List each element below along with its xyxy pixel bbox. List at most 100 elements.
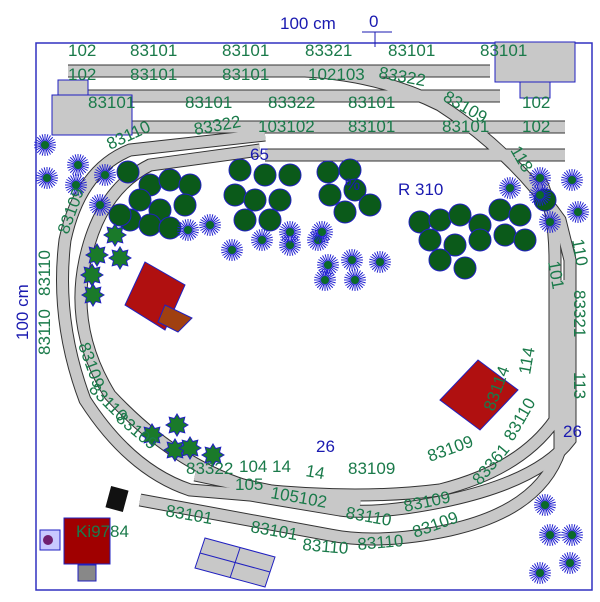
track-label: 103102: [258, 117, 315, 136]
track-label: 83101: [388, 41, 435, 60]
shrub-icon: [103, 223, 127, 247]
bush-icon: [567, 201, 589, 223]
building-top-right[interactable]: [494, 41, 576, 83]
tree-icon: [428, 248, 452, 272]
bush-icon: [344, 269, 366, 291]
bush-icon: [177, 219, 199, 241]
track-label: 83101: [222, 41, 269, 60]
track-label: 110: [568, 237, 591, 267]
tree-icon: [513, 228, 537, 252]
tree-icon: [116, 160, 140, 184]
track-label: 83101: [249, 517, 299, 544]
track-label: 83101: [348, 117, 395, 136]
track-label: 102103: [308, 65, 365, 84]
shrub-icon: [165, 413, 189, 437]
tank-icon: [43, 535, 53, 545]
grade-label: %: [345, 175, 360, 194]
marker-65: 65: [250, 145, 269, 164]
bush-icon: [559, 552, 581, 574]
track-label: 83110: [35, 250, 54, 296]
platform[interactable]: [194, 537, 276, 588]
marker-26: 26: [316, 437, 335, 456]
tree-icon: [358, 193, 382, 217]
tree-icon: [493, 223, 517, 247]
house-right[interactable]: [439, 359, 519, 431]
station-building[interactable]: [63, 517, 111, 565]
height-dimension: 100 cm: [13, 284, 32, 340]
shrub-icon: [80, 263, 104, 287]
track-label: 83101: [348, 93, 395, 112]
tree-icon: [158, 168, 182, 192]
tree-icon: [108, 203, 132, 227]
bush-icon: [499, 177, 521, 199]
tree-icon: [258, 208, 282, 232]
tree-icon: [128, 188, 152, 212]
tree-icon: [173, 193, 197, 217]
tree-icon: [428, 208, 452, 232]
tree-icon: [253, 163, 277, 187]
bush-icon: [341, 249, 363, 271]
bush-icon: [539, 211, 561, 233]
bush-icon: [534, 494, 556, 516]
bush-icon: [67, 154, 89, 176]
shrub-icon: [108, 246, 132, 270]
track-label: 83101: [88, 93, 135, 112]
tree-icon: [158, 216, 182, 240]
bush-icon: [529, 184, 551, 206]
track-label: 83110: [302, 535, 349, 558]
track-label: 83109: [348, 459, 395, 478]
house-left[interactable]: [124, 261, 193, 333]
track-label: 83321: [305, 41, 352, 60]
station-label: Ki9784: [76, 522, 129, 541]
track-label: 83110: [35, 309, 54, 355]
track-label: 14: [272, 457, 291, 476]
radius-label: R 310: [398, 180, 443, 199]
bush-icon: [529, 167, 551, 189]
bush-icon: [369, 251, 391, 273]
track-label: 102: [68, 65, 96, 84]
shrub-icon: [81, 283, 105, 307]
track-label: 102: [522, 93, 550, 112]
tree-icon: [278, 163, 302, 187]
tree-icon: [138, 213, 162, 237]
buffer-stop: [105, 486, 129, 512]
track-label: 105: [235, 475, 263, 494]
baseboard-frame: [35, 42, 593, 591]
bush-icon: [89, 194, 111, 216]
marker-26-right: 26: [563, 422, 582, 441]
tree-icon: [243, 188, 267, 212]
track-label: 104: [239, 457, 267, 476]
bush-icon: [539, 524, 561, 546]
bush-icon: [561, 524, 583, 546]
tree-icon: [316, 160, 340, 184]
track-label: 83101: [185, 93, 232, 112]
tree-icon: [228, 158, 252, 182]
track-label: 83322: [186, 459, 233, 478]
tree-icon: [508, 203, 532, 227]
building-top-left[interactable]: [51, 94, 133, 136]
bush-icon: [221, 239, 243, 261]
tree-icon: [178, 173, 202, 197]
shrub-icon: [140, 423, 164, 447]
bush-icon: [36, 167, 58, 189]
track-label: 101: [544, 259, 568, 290]
bush-icon: [314, 269, 336, 291]
tree-icon: [318, 183, 342, 207]
track-label: 83101: [480, 41, 527, 60]
track-label: 83101: [130, 41, 177, 60]
tree-icon: [418, 228, 442, 252]
tree-icon: [333, 200, 357, 224]
track-label: 83101: [164, 501, 214, 528]
tree-icon: [233, 208, 257, 232]
tree-icon: [223, 183, 247, 207]
tree-icon: [443, 233, 467, 257]
tree-icon: [448, 203, 472, 227]
shrub-icon: [201, 443, 225, 467]
shrub-icon: [85, 243, 109, 267]
track-label: 83101: [442, 117, 489, 136]
shed: [77, 564, 97, 582]
tree-icon: [488, 198, 512, 222]
origin-marker: 0: [369, 12, 378, 31]
